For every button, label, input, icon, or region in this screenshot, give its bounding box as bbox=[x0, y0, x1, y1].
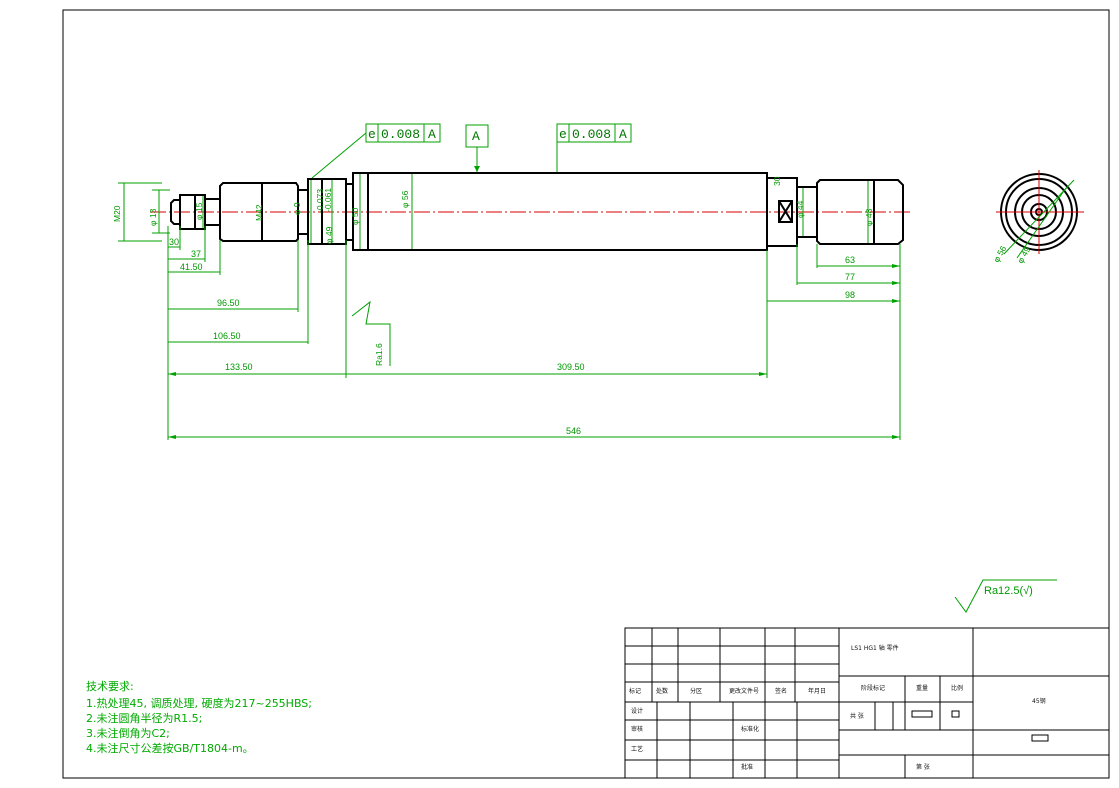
notes-title: 技术要求: bbox=[86, 680, 134, 693]
dim-len-546: 546 bbox=[566, 426, 581, 436]
dim-len-106: 106.50 bbox=[213, 331, 241, 341]
tb-top-text: LS1 HG1 轴 零件 bbox=[851, 644, 899, 652]
datum-box: A bbox=[465, 124, 489, 148]
note-2: 2.未注圆角半径为R1.5; bbox=[86, 711, 202, 725]
dim-tol-upper: -0.073 bbox=[315, 189, 325, 213]
tb-header-0: 标记 bbox=[629, 687, 641, 695]
dimension-lines bbox=[118, 130, 1057, 613]
dim-d44: φ 44 bbox=[795, 200, 805, 218]
tolerance-frame-left: e 0.008 A bbox=[365, 123, 441, 143]
dim-d15: φ 15 bbox=[194, 202, 204, 220]
dim-tol-lower: -0.061 bbox=[323, 188, 333, 212]
dim-len-41: 41.50 bbox=[180, 262, 203, 272]
tb-row-review: 审核 bbox=[631, 725, 643, 733]
drawing-border bbox=[62, 9, 1110, 779]
tb-right-label: 45钢 bbox=[1032, 697, 1046, 705]
dim-m42: M42 bbox=[254, 204, 264, 221]
dim-d48: φ 48 bbox=[864, 208, 874, 226]
technical-notes: 技术要求: 1.热处理45, 调质处理, 硬度为217~255HBS; 2.未注… bbox=[86, 680, 312, 755]
tb-sheet-label: 第 张 bbox=[916, 763, 930, 771]
end-dim-d49: φ 49 bbox=[1015, 245, 1032, 265]
tol-datum-left: A bbox=[428, 127, 436, 142]
tol-value-right: 0.008 bbox=[572, 127, 611, 142]
note-4: 4.未注尺寸公差按GB/T1804-m。 bbox=[86, 741, 254, 755]
tb-mid-approve: 批准 bbox=[741, 763, 753, 771]
title-block-text: 标记 处数 分区 更改文件号 签名 年月日 设计 审核 工艺 标准化 批准 LS… bbox=[629, 644, 1046, 771]
dim-d13: φ 13 bbox=[148, 208, 158, 226]
tb-mid-std: 标准化 bbox=[741, 725, 759, 733]
dim-m20: M20 bbox=[112, 205, 122, 222]
dim-len-309: 309.50 bbox=[557, 362, 585, 372]
dim-ra16: Ra1.6 bbox=[374, 343, 384, 366]
note-3: 3.未注倒角为C2; bbox=[86, 726, 170, 740]
dim-30: 30 bbox=[772, 176, 782, 186]
tb-row-process: 工艺 bbox=[631, 745, 643, 753]
datum-label: A bbox=[472, 129, 480, 144]
tb-stage-2: 比例 bbox=[951, 684, 963, 692]
dim-d50: φ 50 bbox=[350, 207, 360, 225]
tb-header-2: 分区 bbox=[690, 687, 702, 695]
dim-d9: φ 9 bbox=[292, 202, 302, 215]
dim-len-98: 98 bbox=[845, 290, 855, 300]
tol-datum-right: A bbox=[619, 127, 627, 142]
tb-stage-0: 阶段标记 bbox=[861, 684, 885, 692]
surface-default: Ra12.5(√) bbox=[984, 585, 1033, 597]
tb-row-design: 设计 bbox=[631, 707, 643, 715]
title-block bbox=[624, 627, 1110, 779]
tb-header-4: 签名 bbox=[775, 687, 787, 695]
dim-len-37: 37 bbox=[191, 249, 201, 259]
tol-value-left: 0.008 bbox=[381, 127, 420, 142]
dim-len-96: 96.50 bbox=[217, 298, 240, 308]
dim-d49: φ 49 bbox=[324, 226, 334, 244]
dim-len-77: 77 bbox=[845, 272, 855, 282]
dim-len-30: 30 bbox=[169, 237, 179, 247]
note-1: 1.热处理45, 调质处理, 硬度为217~255HBS; bbox=[86, 696, 312, 710]
end-dim-d56: φ 56 bbox=[991, 244, 1008, 264]
tolerance-frame-right: e 0.008 A bbox=[556, 123, 632, 143]
shaft-outline bbox=[170, 172, 904, 251]
tb-header-1: 处数 bbox=[656, 687, 668, 695]
tol-symbol-left: e bbox=[368, 127, 376, 142]
tb-part-label: 共 张 bbox=[850, 712, 864, 720]
dim-len-63: 63 bbox=[845, 255, 855, 265]
dim-len-133: 133.50 bbox=[225, 362, 253, 372]
end-view-leaders bbox=[1003, 179, 1075, 259]
tol-symbol-right: e bbox=[559, 127, 567, 142]
dimension-arrows bbox=[168, 166, 900, 439]
tb-stage-1: 重量 bbox=[916, 684, 928, 692]
tb-header-3: 更改文件号 bbox=[729, 687, 759, 695]
dim-d56: φ 56 bbox=[400, 190, 410, 208]
tb-header-5: 年月日 bbox=[808, 687, 826, 695]
